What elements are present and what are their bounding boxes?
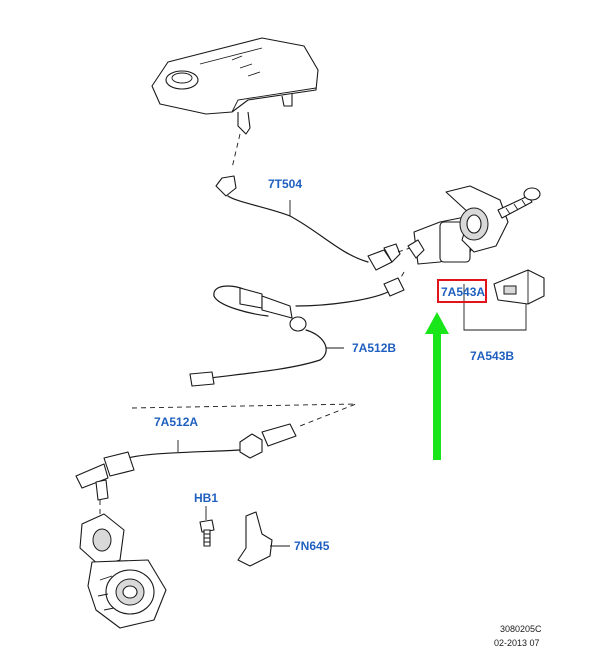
- bracket: [237, 511, 290, 567]
- label-7A512A: 7A512A: [154, 415, 198, 429]
- up-arrow-icon: [425, 312, 449, 460]
- pressure-line-upper: [189, 277, 405, 387]
- diagram-code: 3080205C: [500, 624, 542, 634]
- clutch-pedal-switch: [493, 269, 545, 305]
- label-7A543A: 7A543A: [441, 285, 485, 299]
- slave-cylinder: [79, 513, 167, 629]
- highlight-box: [437, 279, 487, 303]
- label-7A512B: 7A512B: [352, 341, 396, 355]
- diagram-date: 02-2013 07: [494, 638, 540, 648]
- clutch-master-cylinder: [407, 185, 541, 265]
- bolt: [199, 519, 215, 547]
- pressure-line-lower: [75, 423, 297, 501]
- label-7A543B: 7A543B: [470, 349, 514, 363]
- label-7T504: 7T504: [268, 177, 302, 191]
- label-7N645: 7N645: [294, 539, 330, 553]
- fluid-reservoir: [151, 37, 319, 135]
- label-HB1: HB1: [194, 491, 218, 505]
- reservoir-hose: [215, 175, 401, 271]
